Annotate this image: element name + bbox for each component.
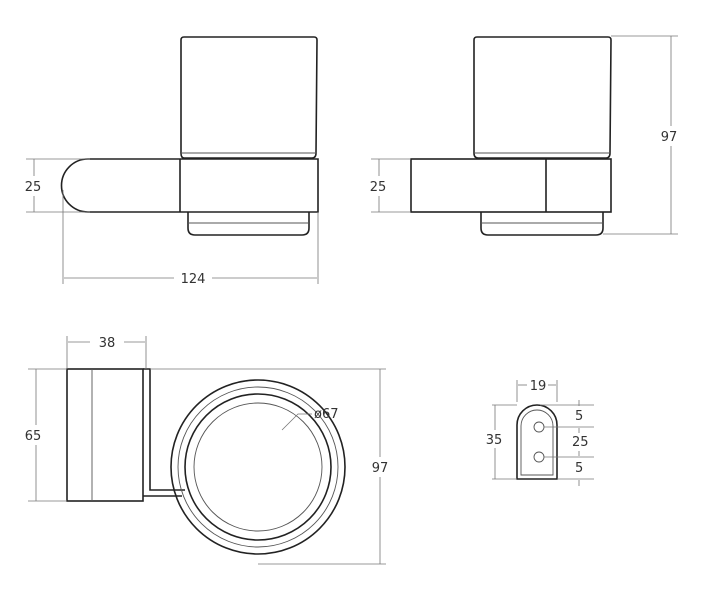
dim-front-width: 124 bbox=[181, 272, 206, 287]
screw-hole bbox=[533, 451, 545, 463]
dim-cup-diameter: ø67 bbox=[314, 407, 339, 422]
glass-cup bbox=[180, 36, 318, 159]
dim-side-total-height: 97 bbox=[661, 130, 678, 145]
dim-bottom-offset: 5 bbox=[575, 461, 583, 476]
glass-cup bbox=[473, 36, 612, 159]
dim-hole-spacing: 25 bbox=[572, 435, 589, 450]
holder-arm bbox=[410, 158, 612, 213]
front-view: 25 124 bbox=[25, 36, 319, 287]
dim-total-depth: 97 bbox=[372, 461, 389, 476]
top-view: 38 65 ø67 97 bbox=[25, 336, 389, 565]
side-view: 25 97 bbox=[370, 35, 678, 236]
dim-front-height: 25 bbox=[25, 180, 42, 195]
dim-arm-width: 38 bbox=[99, 336, 116, 351]
dim-top-offset: 5 bbox=[575, 409, 583, 424]
screw-hole bbox=[533, 421, 545, 433]
dim-plate-height: 35 bbox=[486, 433, 503, 448]
cup-ring bbox=[170, 379, 346, 555]
wall-plate bbox=[66, 368, 144, 502]
dim-side-height: 25 bbox=[370, 180, 387, 195]
cup-base bbox=[480, 212, 604, 236]
mounting-plate bbox=[516, 404, 558, 480]
dim-plate-height: 65 bbox=[25, 429, 42, 444]
mounting-plate-view: 19 35 5 25 5 bbox=[486, 379, 594, 486]
dim-plate-width: 19 bbox=[530, 379, 547, 394]
cup-base bbox=[187, 212, 310, 236]
holder-arm bbox=[60, 158, 319, 213]
